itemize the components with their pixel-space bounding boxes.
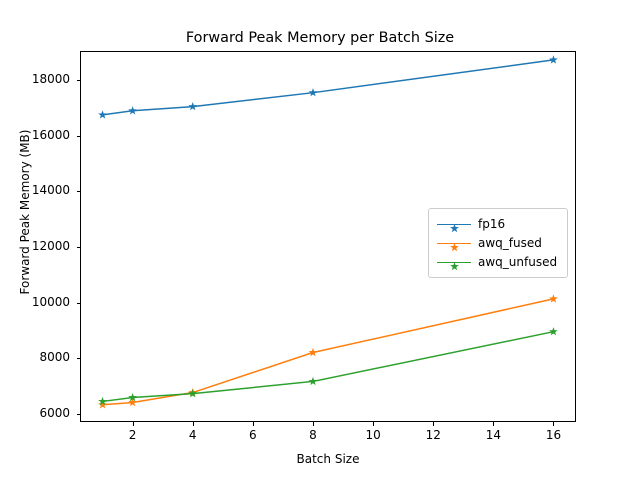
- y-axis-label: Forward Peak Memory (MB): [18, 129, 32, 295]
- x-tick-mark: [433, 422, 435, 426]
- y-tick-label: 8000: [39, 350, 70, 365]
- x-tick-label: 2: [128, 428, 137, 442]
- legend-label: awq_unfused: [478, 255, 558, 269]
- plot-area: [80, 51, 576, 422]
- data-point-marker: [128, 397, 137, 407]
- data-point-marker: [308, 376, 318, 386]
- x-tick-mark: [252, 422, 254, 426]
- data-point-marker: [549, 327, 558, 336]
- x-tick-label: 6: [249, 428, 257, 442]
- x-tick-label: 14: [485, 428, 501, 442]
- y-tick-label: 16000: [31, 127, 70, 142]
- data-series-layer: [98, 55, 558, 409]
- y-tick-mark: [76, 191, 80, 193]
- x-tick-mark: [373, 422, 375, 426]
- x-tick-label: 16: [545, 428, 562, 442]
- x-axis-label: Batch Size: [296, 452, 360, 466]
- data-point-marker: [308, 88, 318, 97]
- x-tick-label: 12: [425, 428, 441, 442]
- x-tick-label: 4: [188, 428, 197, 442]
- data-point-marker: [188, 389, 198, 398]
- x-tick-mark: [192, 422, 194, 426]
- legend-swatch: [437, 255, 471, 271]
- data-point-marker: [98, 396, 107, 406]
- legend-star-icon: [449, 257, 460, 271]
- y-tick-label: 18000: [31, 72, 70, 87]
- legend-star-icon: [449, 238, 460, 252]
- x-tick-label: 8: [309, 428, 317, 442]
- y-tick-mark: [76, 80, 80, 82]
- y-tick-mark: [76, 358, 80, 360]
- x-tick-label: 10: [365, 428, 381, 442]
- series-line: [101, 59, 555, 116]
- data-point-marker: [98, 110, 107, 119]
- y-tick-label: 12000: [31, 238, 70, 253]
- legend-swatch: [437, 236, 471, 252]
- data-point-marker: [549, 55, 558, 64]
- legend-label: fp16: [478, 217, 506, 231]
- y-tick-mark: [76, 246, 80, 248]
- y-tick-label: 14000: [31, 183, 70, 198]
- data-point-marker: [98, 400, 107, 409]
- legend-star-icon: [449, 219, 460, 233]
- data-point-marker: [128, 106, 137, 115]
- y-tick-mark: [76, 413, 80, 415]
- legend-line: [437, 242, 471, 245]
- legend-label: awq_fused: [478, 236, 542, 250]
- legend-entry-awq_unfused[interactable]: awq_unfused: [437, 253, 559, 271]
- chart-title: Forward Peak Memory per Batch Size: [185, 30, 455, 46]
- series-awq_fused: [98, 294, 558, 409]
- chart-legend[interactable]: fp16 awq_fused awq_unfused: [428, 208, 568, 278]
- y-tick-label: 6000: [39, 405, 70, 420]
- series-line: [101, 330, 555, 403]
- legend-line: [437, 261, 471, 264]
- x-tick-mark: [312, 422, 314, 426]
- data-point-marker: [188, 101, 198, 111]
- data-point-marker: [549, 294, 558, 303]
- legend-line: [437, 223, 471, 226]
- x-tick-mark: [132, 422, 134, 426]
- x-tick-mark: [553, 422, 555, 426]
- series-awq_unfused: [98, 327, 558, 406]
- data-point-marker: [308, 347, 318, 357]
- x-tick-mark: [493, 422, 495, 426]
- series-line: [101, 298, 555, 406]
- y-tick-mark: [76, 302, 80, 304]
- y-tick-label: 10000: [31, 294, 70, 309]
- y-tick-mark: [76, 135, 80, 137]
- data-point-marker: [128, 392, 137, 402]
- legend-entry-awq_fused[interactable]: awq_fused: [437, 234, 559, 252]
- legend-entry-fp16[interactable]: fp16: [437, 215, 559, 233]
- legend-swatch: [437, 217, 471, 233]
- series-fp16: [98, 55, 558, 119]
